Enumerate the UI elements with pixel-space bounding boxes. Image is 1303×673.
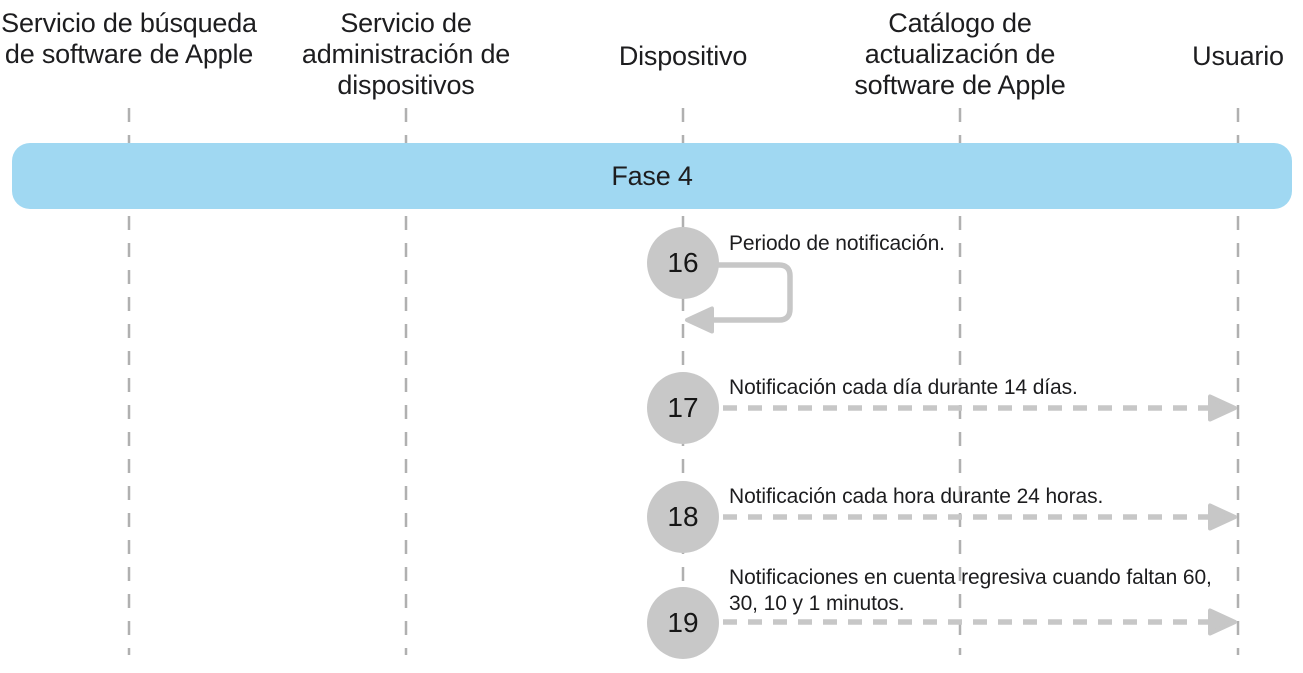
phase-banner: Fase 4 (12, 143, 1292, 209)
step-16-circle: 16 (647, 227, 719, 299)
step-17-circle: 17 (647, 372, 719, 444)
step-16-label: Periodo de notificación. (729, 232, 945, 255)
arrowhead-right-icon (1208, 503, 1237, 531)
lane-header-search-service: Servicio de búsqueda de software de Appl… (1, 8, 257, 69)
arrowhead-right-icon (1208, 608, 1237, 636)
lane-header-update-catalog: Catálogo de actualización de software de… (854, 8, 1066, 100)
lane-header-device: Dispositivo (618, 41, 748, 71)
step-18-circle: 18 (647, 481, 719, 553)
step-19-arrow (723, 608, 1237, 636)
lane-header-device-management-service: Servicio de administración de dispositiv… (301, 8, 511, 100)
arrowhead-left-icon (685, 306, 714, 334)
arrowhead-right-icon (1208, 394, 1237, 422)
step-18-arrow (723, 503, 1237, 531)
lane-header-user: Usuario (1192, 41, 1284, 71)
step-17-label: Notificación cada día durante 14 días. (729, 376, 1078, 399)
step-18-label: Notificación cada hora durante 24 horas. (729, 485, 1104, 508)
step-16-self-loop-arrow (685, 262, 793, 334)
step-19-label: Notificaciones en cuenta regresiva cuand… (729, 566, 1212, 615)
step-19-circle: 19 (647, 587, 719, 659)
step-17-arrow (723, 394, 1237, 422)
